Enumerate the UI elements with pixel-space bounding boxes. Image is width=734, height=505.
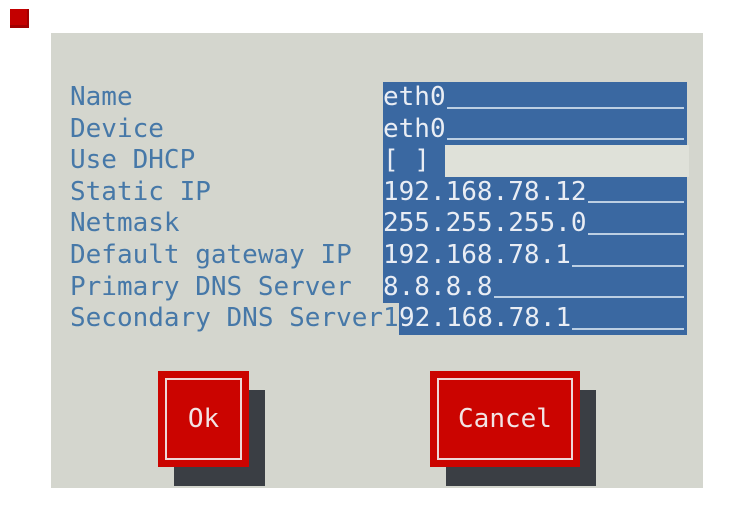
form-row-static-ip: Static IP 192.168.78.12 bbox=[70, 176, 689, 209]
static-ip-label: Static IP bbox=[70, 176, 211, 207]
device-input[interactable]: eth0 bbox=[383, 113, 687, 146]
cancel-button[interactable]: Cancel bbox=[430, 371, 580, 467]
form-row-name: Name eth0 bbox=[70, 82, 689, 114]
device-label: Device bbox=[70, 113, 164, 144]
primary-dns-input[interactable]: 8.8.8.8 bbox=[383, 271, 687, 304]
entry-underscore-fill bbox=[446, 82, 687, 114]
static-ip-value: 192.168.78.12 bbox=[383, 176, 587, 207]
form-row-device: Device eth0 bbox=[70, 113, 689, 146]
use-dhcp-checkbox[interactable]: [ ] bbox=[383, 145, 445, 177]
ok-button-frame: Ok bbox=[165, 378, 242, 460]
entry-underscore-fill bbox=[446, 114, 687, 146]
form-row-use-dhcp: Use DHCP [ ] bbox=[70, 145, 689, 177]
network-config-dialog: Name eth0 Device eth0 Use DHCP [ ] Stati… bbox=[51, 33, 703, 488]
form-row-primary-dns: Primary DNS Server 8.8.8.8 bbox=[70, 271, 689, 304]
network-config-form: Name eth0 Device eth0 Use DHCP [ ] Stati… bbox=[70, 82, 689, 335]
secondary-dns-value: 92.168.78.1 bbox=[399, 303, 572, 334]
static-ip-input[interactable]: 192.168.78.12 bbox=[383, 176, 688, 209]
entry-underscore-fill bbox=[571, 240, 687, 272]
netmask-value: 255.255.255.0 bbox=[383, 208, 587, 239]
primary-dns-value: 8.8.8.8 bbox=[383, 271, 493, 302]
form-row-default-gateway: Default gateway IP 192.168.78.1 bbox=[70, 239, 689, 272]
entry-underscore-fill bbox=[587, 177, 688, 209]
use-dhcp-checkbox-glyph: [ ] bbox=[383, 145, 430, 176]
entry-underscore-fill bbox=[587, 208, 688, 240]
form-row-secondary-dns: Secondary DNS Server 1 92.168.78.1 bbox=[70, 303, 689, 335]
console-cursor-artifact bbox=[10, 9, 29, 28]
secondary-dns-input[interactable]: 92.168.78.1 bbox=[399, 303, 687, 335]
primary-dns-label: Primary DNS Server bbox=[70, 271, 352, 302]
entry-underscore-fill bbox=[571, 303, 687, 335]
cancel-button-label: Cancel bbox=[458, 404, 552, 434]
entry-underscore-fill bbox=[493, 272, 687, 304]
default-gateway-label: Default gateway IP bbox=[70, 239, 352, 270]
secondary-dns-overflow-char: 1 bbox=[383, 303, 399, 334]
checkbox-row-strip bbox=[445, 145, 689, 177]
default-gateway-value: 192.168.78.1 bbox=[383, 239, 571, 270]
netmask-label: Netmask bbox=[70, 208, 180, 239]
form-row-netmask: Netmask 255.255.255.0 bbox=[70, 208, 689, 240]
default-gateway-input[interactable]: 192.168.78.1 bbox=[383, 239, 687, 272]
name-label: Name bbox=[70, 82, 133, 112]
name-input[interactable]: eth0 bbox=[383, 82, 687, 114]
secondary-dns-label: Secondary DNS Server bbox=[70, 303, 384, 334]
use-dhcp-label: Use DHCP bbox=[70, 145, 196, 176]
cancel-button-frame: Cancel bbox=[437, 378, 573, 460]
ok-button-label: Ok bbox=[187, 404, 220, 434]
netmask-input[interactable]: 255.255.255.0 bbox=[383, 208, 687, 240]
name-value: eth0 bbox=[383, 82, 446, 112]
ok-button[interactable]: Ok bbox=[158, 371, 249, 467]
device-value: eth0 bbox=[383, 113, 446, 144]
